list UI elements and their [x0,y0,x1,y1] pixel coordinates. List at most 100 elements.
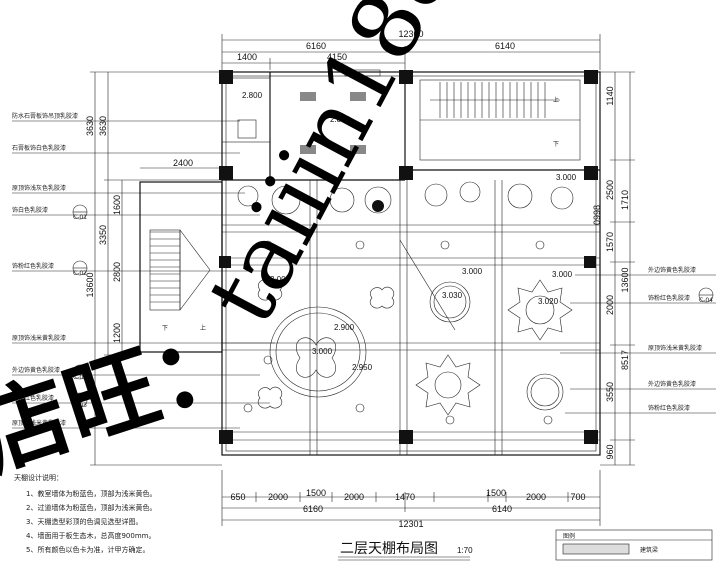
dim-bottom-seg-3: 2000 [344,492,364,502]
bottom-dimensions: 650 2000 1500 2000 1470 1500 2000 700 61… [221,470,601,529]
dim-bottom-seg-2: 1500 [306,488,326,498]
right-labels: 外边饰黄色乳胶漆 饰粉红色乳胶漆 原顶饰浅米黄乳胶漆 外边饰黄色乳胶漆 饰粉红色… [560,266,716,414]
light-panel [300,92,316,101]
downlights [243,240,553,425]
dim-bottom-seg-6: 2000 [526,492,546,502]
section-tag-3: C-03 [72,392,88,409]
left-dimensions: 3630 3630 1600 3350 2800 1200 13600 2400 [85,71,222,466]
dim-right-0: 1140 [605,86,615,105]
legend: 图例 建筑梁 [555,529,713,561]
elevation-0: 2.800 [242,91,263,100]
column [219,430,233,444]
svg-text:C-02: C-02 [73,374,87,381]
column [399,70,413,84]
dim-right-9: 13600 [620,267,630,292]
legend-header: 图例 [563,532,575,540]
svg-text:C-03: C-03 [73,402,87,409]
right-label-3: 外边饰黄色乳胶漆 [648,380,696,388]
column [399,430,413,444]
elevation-6: 3.020 [538,297,559,306]
dim-bottom-total: 12301 [398,519,423,529]
drawing-scale: 1:70 [457,546,473,555]
elevation-1: 2.800 [330,115,351,124]
column [219,70,233,84]
left-label-1: 石膏板饰白色乳胶漆 [12,144,66,152]
column [584,256,596,268]
svg-text:C-02: C-02 [73,270,87,277]
dim-bottom-right: 6140 [492,504,512,514]
dim-left-mid: 2400 [173,158,193,168]
drawing-title: 二层天棚布局图 [340,541,438,557]
dim-top-left: 6160 [306,41,326,51]
right-dimensions: 1140 2500 1710 0998 1570 2000 8517 3550 … [592,71,635,466]
note-line-4: 5、所有颜色以色卡为准，计甲方确定。 [26,545,149,554]
dim-right-3: 0998 [592,205,602,225]
watermark-cjk: 店旺： [0,304,259,491]
column [584,166,598,180]
dim-left-5: 1200 [112,323,122,343]
dim-left-4: 2800 [112,262,122,282]
left-label-8: 原顶饰浅米黄乳胶漆 [12,419,66,427]
dim-top-sub2: 4150 [327,52,347,62]
elevation-10: 3.000 [270,275,291,284]
left-label-0: 防水石膏板饰吊顶乳胶漆 [12,112,78,120]
dim-right-2: 1710 [620,190,630,210]
section-tag-1: C-02 [72,260,88,277]
elevation-3: 3.000 [462,267,483,276]
dim-top-sub1: 1400 [237,52,257,62]
left-label-3: 饰白色乳胶漆 [12,206,48,214]
left-label-4: 饰粉红色乳胶漆 [12,262,54,270]
left-label-7: 饰粉红色乳胶漆 [12,394,54,402]
dim-right-4: 1570 [605,232,615,252]
light-panel [350,92,366,101]
dim-bottom-seg-0: 650 [230,492,245,502]
left-label-5: 原顶饰浅米黄乳胶漆 [12,334,66,342]
top-dimensions: 12300 6160 6140 1400 4150 [221,29,601,70]
dim-left-2: 1600 [112,195,122,215]
stair-up-label: 上 [553,96,559,104]
dim-top-total: 12300 [398,29,423,39]
right-label-1: 饰粉红色乳胶漆 [648,294,690,302]
elevation-5: 3.030 [442,291,463,300]
right-label-4: 饰粉红色乳胶漆 [648,404,690,412]
stair-left-down-label: 下 [162,325,168,332]
dim-right-8: 960 [605,444,615,459]
note-line-3: 4、墙面用于板生态木，总高度900mm。 [26,531,155,540]
dim-right-5: 2000 [605,295,615,315]
elevation-7: 2.900 [334,323,355,332]
dim-left-1: 3630 [98,116,108,136]
elevation-2: 3.000 [556,173,577,182]
column [584,70,598,84]
dim-left-3: 3350 [98,225,108,245]
ceiling-panels-upper-left [237,69,381,154]
elevation-8: 3.000 [312,347,333,356]
dim-right-7: 3550 [605,382,615,402]
dim-bottom-left: 6160 [303,504,323,514]
elevation-4: 3.000 [552,270,573,279]
section-tag-0: C-01 [72,204,88,221]
dim-right-6: 8517 [620,350,630,370]
elevation-markers: 2.800 2.800 3.000 3.000 3.000 3.030 3.02… [242,91,577,372]
elevation-9: 2.950 [352,363,373,372]
column [399,166,413,180]
light-panel [300,145,316,154]
design-notes: 天棚设计说明： 1、教室墙体为粉蓝色，顶部为浅米黄色。 2、过道墙体为粉蓝色，顶… [14,473,156,554]
dim-left-6: 13600 [85,272,95,297]
svg-text:C-04: C-04 [699,297,713,304]
dim-right-1: 2500 [605,180,615,200]
drawing-title-block: 二层天棚布局图 1:70 [338,541,473,561]
ceiling-features [257,278,573,416]
left-label-6: 外边饰黄色乳胶漆 [12,366,60,374]
stair-upper-right: 上 下 [419,79,581,161]
stair-down-label: 下 [553,141,559,148]
right-label-0: 外边饰黄色乳胶漆 [648,266,696,274]
stair-left-up-label: 上 [200,324,206,332]
dim-left-0: 3630 [85,116,95,136]
note-line-0: 1、教室墙体为粉蓝色，顶部为浅米黄色。 [26,489,156,498]
svg-text:C-01: C-01 [73,214,87,221]
right-label-2: 原顶饰浅米黄乳胶漆 [648,344,702,352]
left-labels: 防水石膏板饰吊顶乳胶漆 石膏板饰白色乳胶漆 原顶饰浅灰色乳胶漆 饰白色乳胶漆 饰… [12,112,275,429]
stair-left-annex: 下 上 [139,181,223,353]
note-line-2: 3、天棚造型彩顶的色调见选型详图。 [26,517,142,526]
dim-bottom-seg-4: 1470 [395,492,415,502]
